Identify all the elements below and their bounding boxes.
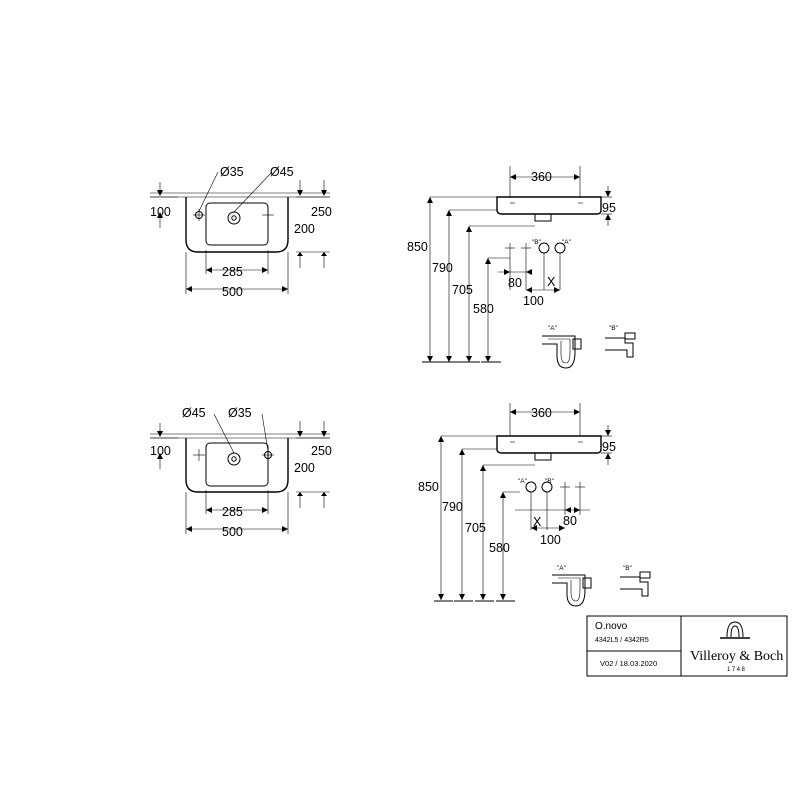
diameter-35-label: Ø35 xyxy=(228,406,252,420)
height-580-label: 580 xyxy=(473,302,494,316)
article-numbers: 4342L5 / 4342R5 xyxy=(595,637,649,644)
brand-year: 1748 xyxy=(727,667,746,673)
label-b: "B" xyxy=(545,478,555,485)
brand-name: Villeroy & Boch xyxy=(690,649,783,664)
top-view-left-version: Ø35 Ø45 100 250 200 285 500 xyxy=(150,165,332,299)
side-view-right-version: 360 95 850 790 705 580 80 100 X "A" "B" … xyxy=(418,403,651,607)
depth-95-label: 95 xyxy=(602,201,616,215)
dim-100-label: 100 xyxy=(540,533,561,547)
diameter-45-label: Ø45 xyxy=(270,165,294,179)
dim-285-label: 285 xyxy=(222,265,243,279)
depth-95-label: 95 xyxy=(602,440,616,454)
product-name: O.novo xyxy=(595,621,628,632)
side-view-left-version: 360 95 850 790 705 580 80 100 X "B" "A" … xyxy=(407,166,636,369)
width-360-label: 360 xyxy=(531,406,552,420)
x-marker: X xyxy=(547,275,556,289)
dim-250-label: 250 xyxy=(311,205,332,219)
dim-500-label: 500 xyxy=(222,525,243,539)
label-b: "B" xyxy=(532,239,542,246)
width-360-label: 360 xyxy=(531,170,552,184)
trap-a-label: "A" xyxy=(557,565,567,572)
dim-100-label: 100 xyxy=(150,205,171,219)
label-a: "A" xyxy=(562,239,572,246)
trap-a-label: "A" xyxy=(548,325,558,332)
dim-100-label: 100 xyxy=(150,444,171,458)
height-790-label: 790 xyxy=(432,261,453,275)
diameter-35-label: Ø35 xyxy=(220,165,244,179)
dim-80-label: 80 xyxy=(563,514,577,528)
title-block: O.novo 4342L5 / 4342R5 V02 / 18.03.2020 … xyxy=(586,615,788,677)
dim-250-label: 250 xyxy=(311,444,332,458)
label-a: "A" xyxy=(518,478,528,485)
trap-b-label: "B" xyxy=(623,565,633,572)
dim-200-label: 200 xyxy=(294,461,315,475)
height-850-label: 850 xyxy=(407,240,428,254)
x-marker: X xyxy=(533,515,542,529)
version-date: V02 / 18.03.2020 xyxy=(600,659,657,668)
dim-100-label: 100 xyxy=(523,294,544,308)
villeroy-boch-logo-icon xyxy=(720,621,750,639)
dim-200-label: 200 xyxy=(294,222,315,236)
height-705-label: 705 xyxy=(452,283,473,297)
dim-285-label: 285 xyxy=(222,505,243,519)
height-850-label: 850 xyxy=(418,480,439,494)
top-view-right-version: Ø45 Ø35 100 250 200 285 500 xyxy=(150,406,332,539)
height-790-label: 790 xyxy=(442,500,463,514)
height-580-label: 580 xyxy=(489,541,510,555)
dim-80-label: 80 xyxy=(508,276,522,290)
dim-500-label: 500 xyxy=(222,285,243,299)
diameter-45-label: Ø45 xyxy=(182,406,206,420)
height-705-label: 705 xyxy=(465,521,486,535)
trap-b-label: "B" xyxy=(609,325,619,332)
